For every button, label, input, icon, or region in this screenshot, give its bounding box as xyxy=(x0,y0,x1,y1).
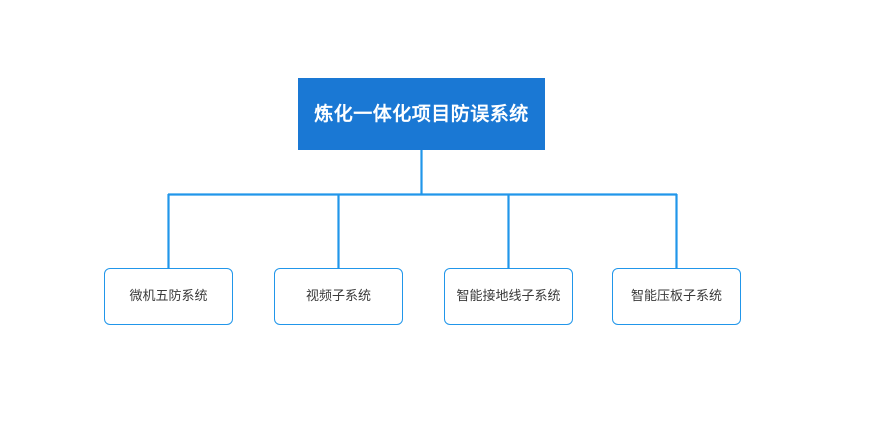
node-child-label: 智能接地线子系统 xyxy=(456,288,561,304)
node-child-zhineng-yaban[interactable]: 智能压板子系统 xyxy=(612,268,741,325)
node-child-label: 智能压板子系统 xyxy=(630,288,722,304)
node-child-shipin[interactable]: 视频子系统 xyxy=(274,268,403,325)
node-root-system[interactable]: 炼化一体化项目防误系统 xyxy=(298,78,545,150)
node-child-label: 视频子系统 xyxy=(305,288,371,304)
node-child-label: 微机五防系统 xyxy=(129,288,208,304)
node-root-label: 炼化一体化项目防误系统 xyxy=(314,102,529,125)
node-child-weiji-wufang[interactable]: 微机五防系统 xyxy=(104,268,233,325)
node-child-zhineng-jiedixian[interactable]: 智能接地线子系统 xyxy=(444,268,573,325)
